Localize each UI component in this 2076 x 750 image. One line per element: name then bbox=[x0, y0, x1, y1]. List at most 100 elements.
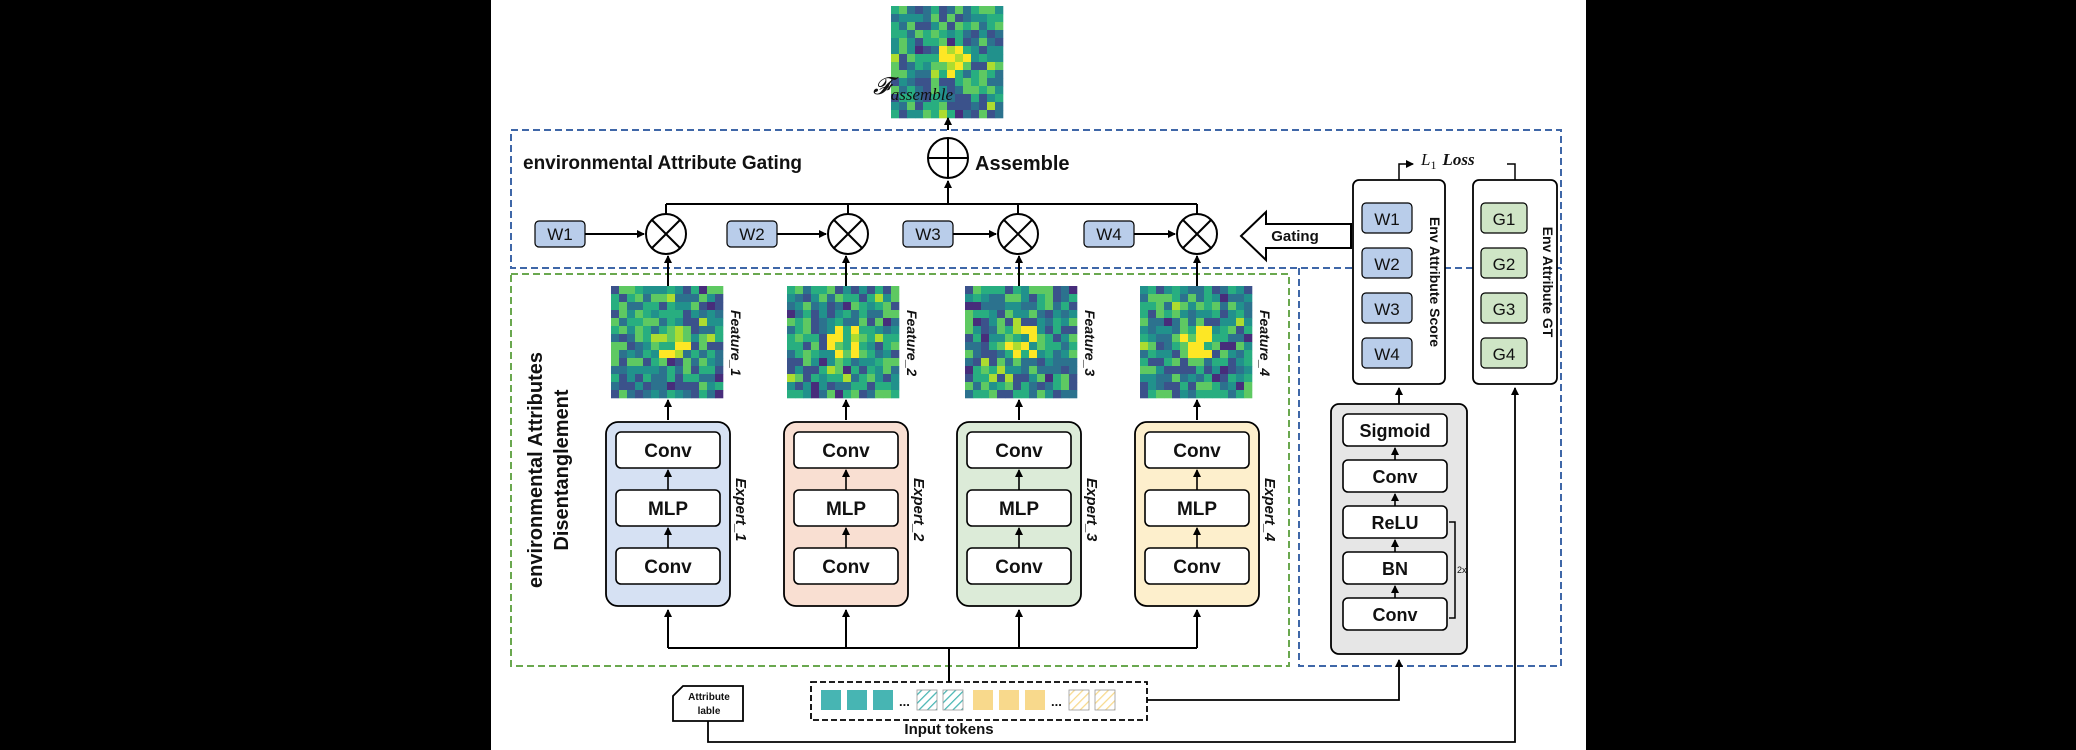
diagram-canvas: environmental Attribute Gating environme… bbox=[491, 0, 1586, 750]
input-token bbox=[973, 690, 993, 710]
architecture-diagram: environmental Attribute Gating environme… bbox=[510, 6, 1562, 743]
gt-item-box bbox=[1480, 202, 1528, 234]
circle-times-icon bbox=[827, 213, 869, 255]
score-item-box bbox=[1361, 292, 1413, 324]
score-item-label: W3 bbox=[1374, 300, 1400, 319]
gating-weight-label: W3 bbox=[915, 225, 941, 244]
feature-label-4: Feature_4 bbox=[1257, 310, 1273, 376]
svg-text:lable: lable bbox=[698, 706, 721, 717]
gating-arrow: Gating bbox=[1239, 209, 1352, 263]
feature-label-2: Feature_2 bbox=[904, 310, 920, 376]
expert-layer-box bbox=[615, 431, 721, 469]
gt-item-label: G3 bbox=[1493, 300, 1516, 319]
expert-layer-box bbox=[966, 547, 1072, 585]
gating-weight-2: W2 bbox=[726, 220, 778, 248]
expert-layer-box bbox=[615, 547, 721, 585]
feature-map-4 bbox=[1140, 286, 1253, 399]
gt-item-label: G4 bbox=[1493, 345, 1516, 364]
scorer-layer-label: Sigmoid bbox=[1360, 421, 1431, 441]
gating-weight-1: W1 bbox=[534, 220, 586, 248]
attribute-label-doc-icon: Attribute lable bbox=[672, 685, 744, 722]
gating-section-right-extension bbox=[1298, 268, 1562, 667]
score-item-box bbox=[1361, 337, 1413, 369]
input-token bbox=[916, 689, 938, 711]
expert-layer-label: MLP bbox=[999, 499, 1039, 520]
assembled-feature-map bbox=[891, 6, 1004, 119]
input-token bbox=[999, 690, 1019, 710]
gating-arrow-label: Gating bbox=[1271, 228, 1319, 245]
expert-layer-label: Conv bbox=[995, 441, 1043, 462]
gating-weight-label: W1 bbox=[547, 225, 573, 244]
expert-layer-box bbox=[793, 431, 899, 469]
expert-layer-label: MLP bbox=[1177, 499, 1217, 520]
input-token bbox=[1094, 689, 1116, 711]
token-ellipsis: ... bbox=[1051, 694, 1062, 709]
token-ellipsis: ... bbox=[899, 694, 910, 709]
input-tokens-border bbox=[810, 681, 1148, 721]
scorer-layer-label: Conv bbox=[1373, 467, 1418, 487]
feature-label-3: Feature_3 bbox=[1082, 310, 1098, 376]
expert-label-4: Expert_4 bbox=[1261, 478, 1278, 542]
expert-layer-label: Conv bbox=[644, 557, 692, 578]
expert-label-2: Expert_2 bbox=[910, 478, 927, 542]
circle-times-icon bbox=[997, 213, 1039, 255]
disentangle-title-line1: environmental Attributes bbox=[525, 352, 547, 588]
repeat-label: 2x bbox=[1457, 565, 1467, 575]
gating-weight-label: W2 bbox=[739, 225, 765, 244]
expert-layer-label: MLP bbox=[648, 499, 688, 520]
gt-item-label: G1 bbox=[1493, 210, 1516, 229]
gt-item-box bbox=[1480, 337, 1528, 369]
input-token bbox=[1068, 689, 1090, 711]
gt-item-box bbox=[1480, 247, 1528, 279]
env-attribute-gt-title: Env Attribute GT bbox=[1540, 227, 1556, 338]
expert-layer-label: Conv bbox=[1173, 441, 1221, 462]
expert-layer-box bbox=[966, 489, 1072, 527]
input-token bbox=[873, 690, 893, 710]
gating-weight-4: W4 bbox=[1083, 220, 1135, 248]
score-item-label: W2 bbox=[1374, 255, 1400, 274]
expert-label-3: Expert_3 bbox=[1083, 478, 1100, 542]
expert-layer-label: Conv bbox=[822, 441, 870, 462]
expert-layer-label: Conv bbox=[822, 557, 870, 578]
input-token bbox=[1025, 690, 1045, 710]
gating-weight-label: W4 bbox=[1096, 225, 1122, 244]
feature-map-1 bbox=[611, 286, 724, 399]
disentangle-title-line2: Disentanglement bbox=[551, 389, 573, 550]
expert-layer-box bbox=[1144, 489, 1250, 527]
input-token bbox=[821, 690, 841, 710]
feature-map-3 bbox=[965, 286, 1078, 399]
svg-text:Attribute: Attribute bbox=[688, 692, 730, 703]
disentangle-section-border bbox=[510, 273, 1290, 667]
expert-layer-box bbox=[1144, 431, 1250, 469]
expert-layer-label: Conv bbox=[644, 441, 692, 462]
gating-section-title: environmental Attribute Gating bbox=[523, 153, 802, 174]
expert-layer-box bbox=[1144, 547, 1250, 585]
input-token bbox=[942, 689, 964, 711]
expert-layer-box bbox=[615, 489, 721, 527]
expert-layer-label: MLP bbox=[826, 499, 866, 520]
score-item-box bbox=[1361, 247, 1413, 279]
feature-map-2 bbox=[787, 286, 900, 399]
score-item-label: W4 bbox=[1374, 345, 1400, 364]
scorer-layer-box bbox=[1342, 413, 1448, 447]
assemble-label: Assemble bbox=[975, 153, 1070, 175]
circle-times-icon bbox=[1176, 213, 1218, 255]
gt-item-box bbox=[1480, 292, 1528, 324]
repeat-bracket bbox=[1449, 521, 1456, 619]
expert-layer-box bbox=[966, 431, 1072, 469]
expert-layer-label: Conv bbox=[1173, 557, 1221, 578]
feature-label-1: Feature_1 bbox=[728, 310, 744, 376]
expert-layer-box bbox=[793, 547, 899, 585]
expert-layer-label: Conv bbox=[995, 557, 1043, 578]
env-attribute-score-title: Env Attribute Score bbox=[1427, 217, 1443, 347]
input-token bbox=[847, 690, 867, 710]
gating-weight-3: W3 bbox=[902, 220, 954, 248]
score-item-label: W1 bbox=[1374, 210, 1400, 229]
expert-layer-box bbox=[793, 489, 899, 527]
scorer-layer-label: ReLU bbox=[1371, 513, 1418, 533]
